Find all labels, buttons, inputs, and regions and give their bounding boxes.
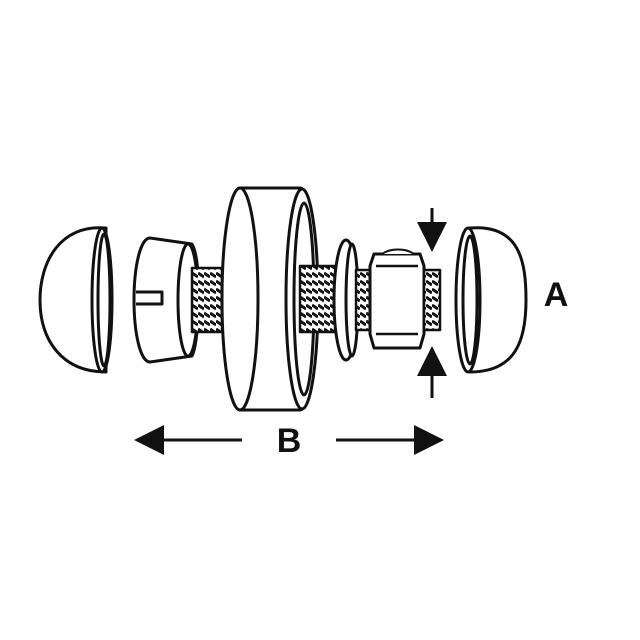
right-end-cap <box>454 226 528 374</box>
label-a: A <box>544 276 569 314</box>
hex-nut <box>368 248 426 350</box>
split-collar <box>132 236 201 364</box>
washer <box>332 238 360 362</box>
label-b: B <box>277 422 302 460</box>
left-threaded-shaft <box>190 266 224 334</box>
threaded-tip <box>422 268 442 332</box>
center-threaded-shaft <box>298 264 338 334</box>
left-end-cap <box>38 226 114 374</box>
